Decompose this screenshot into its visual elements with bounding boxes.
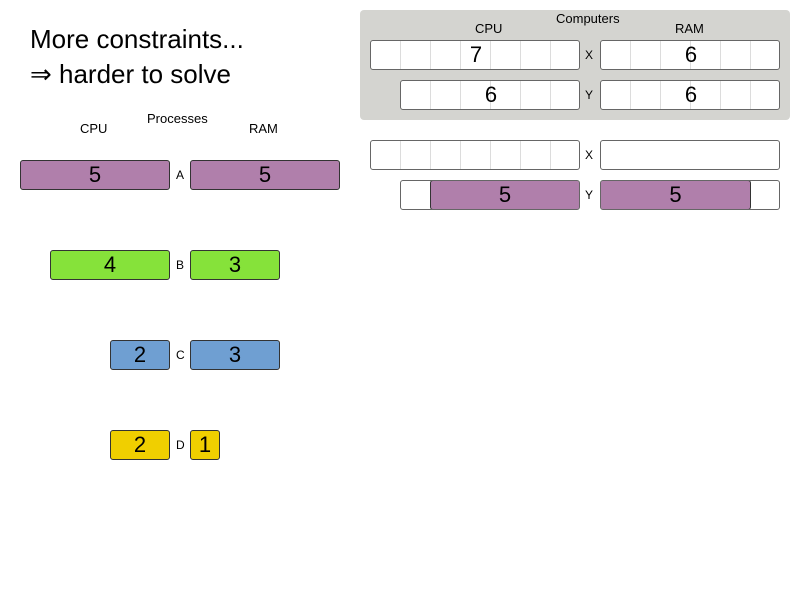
process-a-ram-bar: 5	[190, 160, 340, 190]
process-d-ram-bar: 1	[190, 430, 220, 460]
slide-title: More constraints... ⇒ harder to solve	[30, 22, 244, 92]
assigned-process-a-ram[interactable]: 5	[601, 181, 751, 209]
computer-x-cpu-capacity: 7	[370, 40, 580, 70]
title-line-2: ⇒ harder to solve	[30, 59, 231, 89]
assignment-y-label: Y	[585, 188, 594, 202]
computer-y-cpu-value: 6	[484, 82, 498, 107]
computer-x-ram-value: 6	[684, 42, 698, 67]
computer-y-cpu-capacity: 6	[400, 80, 580, 110]
process-a-label: A	[176, 168, 185, 182]
assignment-x-cpu-slot[interactable]	[370, 140, 580, 170]
process-b-cpu-bar: 4	[50, 250, 170, 280]
computer-x-cpu-value: 7	[469, 42, 483, 67]
process-d-label: D	[176, 438, 185, 452]
computer-x-label: X	[585, 48, 594, 62]
process-b-ram-bar: 3	[190, 250, 280, 280]
computer-y-ram-capacity: 6	[600, 80, 780, 110]
process-d-cpu-bar: 2	[110, 430, 170, 460]
computer-y-ram-value: 6	[684, 82, 698, 107]
computer-y-label: Y	[585, 88, 594, 102]
process-c-ram-bar: 3	[190, 340, 280, 370]
processes-header: Processes	[147, 111, 208, 126]
process-c-cpu-bar: 2	[110, 340, 170, 370]
process-c-label: C	[176, 348, 185, 362]
computers-cpu-label: CPU	[475, 21, 503, 36]
computer-x-ram-capacity: 6	[600, 40, 780, 70]
processes-ram-label: RAM	[249, 121, 278, 136]
assignment-y-ram-slot[interactable]: 5	[600, 180, 780, 210]
process-a-cpu-bar: 5	[20, 160, 170, 190]
computers-ram-label: RAM	[675, 21, 704, 36]
processes-cpu-label: CPU	[80, 121, 108, 136]
assignment-x-label: X	[585, 148, 594, 162]
title-line-1: More constraints...	[30, 24, 244, 54]
assignment-x-ram-slot[interactable]	[600, 140, 780, 170]
assignment-y-cpu-slot[interactable]: 5	[400, 180, 580, 210]
process-b-label: B	[176, 258, 185, 272]
computers-header: Computers	[556, 11, 620, 26]
assigned-process-a-cpu[interactable]: 5	[430, 181, 579, 209]
